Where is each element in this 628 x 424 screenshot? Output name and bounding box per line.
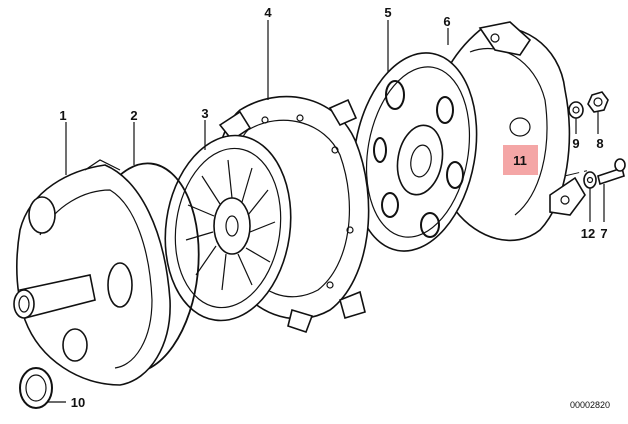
callout-3: 3 xyxy=(201,106,208,121)
part-1-housing xyxy=(13,159,171,386)
callout-8: 8 xyxy=(596,136,603,151)
part-12-washer xyxy=(583,171,597,189)
part-5-flywheel xyxy=(352,52,478,252)
part-7-bolt xyxy=(597,158,626,186)
callout-1: 1 xyxy=(59,108,66,123)
callout-5: 5 xyxy=(384,5,391,20)
callout-6: 6 xyxy=(443,14,450,29)
clutch-disc-spokes xyxy=(185,159,276,291)
part-8-nut xyxy=(587,91,609,113)
callout-11[interactable]: 11 xyxy=(513,153,527,168)
part-3-clutch-disc xyxy=(164,134,292,322)
reference-number: 00002820 xyxy=(570,400,610,410)
callout-4: 4 xyxy=(264,5,272,20)
callout-12: 12 xyxy=(581,226,595,241)
leader-lines xyxy=(48,20,605,403)
callout-11-highlight[interactable] xyxy=(503,145,538,175)
callout-10: 10 xyxy=(71,395,85,410)
callout-2: 2 xyxy=(130,108,137,123)
callout-9: 9 xyxy=(572,136,579,151)
callout-7: 7 xyxy=(600,226,607,241)
part-10-o-ring xyxy=(19,367,53,409)
part-9-nut xyxy=(568,101,584,119)
